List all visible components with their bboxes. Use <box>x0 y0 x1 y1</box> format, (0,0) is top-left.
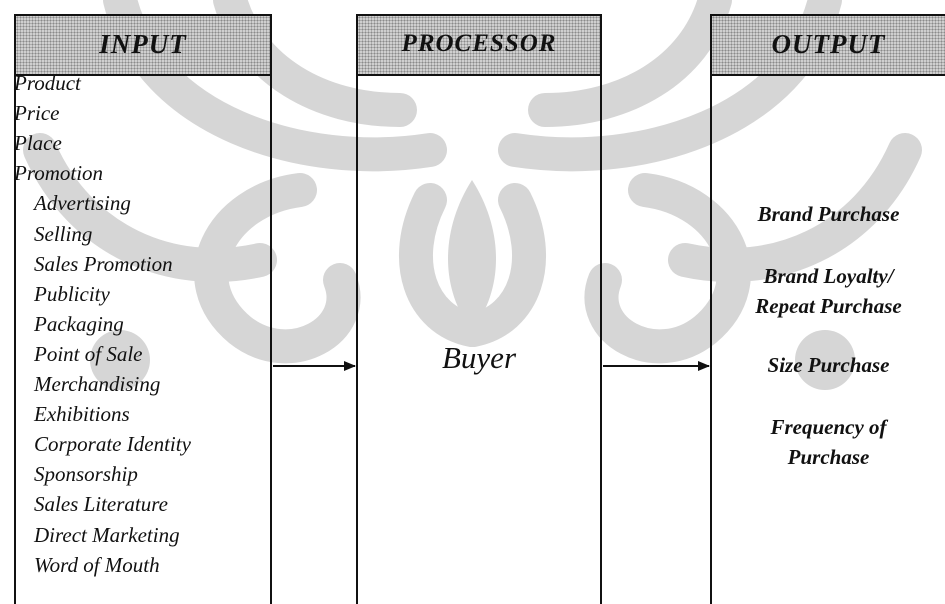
output-item: Brand Purchase <box>712 199 945 229</box>
input-item: Merchandising <box>34 369 160 399</box>
output-item-line: Purchase <box>712 442 945 472</box>
input-item: Promotion <box>14 158 103 188</box>
processor-label: Buyer <box>356 338 602 378</box>
input-item: Place <box>14 128 62 158</box>
output-item: Size Purchase <box>712 350 945 380</box>
input-item: Corporate Identity <box>34 429 191 459</box>
input-item: Advertising <box>34 188 131 218</box>
input-item: Price <box>14 98 59 128</box>
output-item-line: Frequency of <box>712 412 945 442</box>
input-header: INPUT <box>16 16 270 76</box>
processor-header: PROCESSOR <box>358 16 600 76</box>
output-item-line: Repeat Purchase <box>712 291 945 321</box>
input-item: Product <box>14 68 81 98</box>
input-item: Word of Mouth <box>34 550 160 580</box>
input-item: Sales Literature <box>34 489 168 519</box>
output-header: OUTPUT <box>712 16 945 76</box>
processor-box: PROCESSOR <box>356 14 602 604</box>
input-item: Point of Sale <box>34 339 143 369</box>
output-item-line: Size Purchase <box>712 350 945 380</box>
input-item: Direct Marketing <box>34 520 180 550</box>
input-item: Sales Promotion <box>34 249 173 279</box>
input-item: Packaging <box>34 309 124 339</box>
input-item: Publicity <box>34 279 110 309</box>
output-item-line: Brand Loyalty/ <box>712 261 945 291</box>
input-item: Exhibitions <box>34 399 130 429</box>
output-item: Brand Loyalty/Repeat Purchase <box>712 261 945 321</box>
input-item: Sponsorship <box>34 459 138 489</box>
input-item: Selling <box>34 219 92 249</box>
output-item-line: Brand Purchase <box>712 199 945 229</box>
